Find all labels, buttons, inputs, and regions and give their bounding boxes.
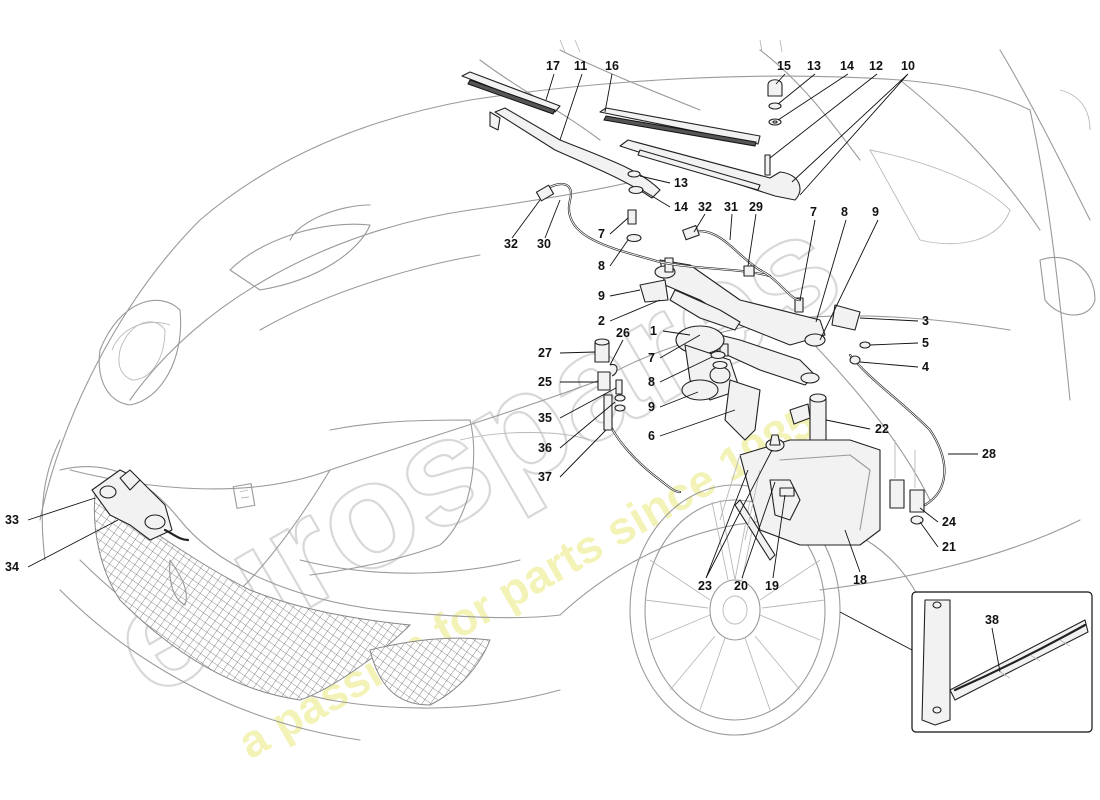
washer-hoses (535, 182, 946, 507)
callout-9-lower: 9 (648, 400, 655, 414)
callout-23: 23 (698, 579, 712, 593)
callout-35: 35 (538, 411, 552, 425)
callout-29: 29 (749, 200, 763, 214)
callout-17: 17 (546, 59, 560, 73)
callout-32-upper: 32 (698, 200, 712, 214)
callout-12: 12 (869, 59, 883, 73)
washer-reservoir (719, 393, 881, 561)
leader-lines (27, 73, 1001, 673)
callout-22: 22 (875, 422, 889, 436)
callout-30: 30 (537, 237, 551, 251)
callout-24: 24 (942, 515, 956, 529)
headlamp-washer-jet (91, 469, 190, 542)
callout-7-right: 7 (810, 205, 817, 219)
wiper-linkage (639, 257, 861, 441)
callout-1: 1 (650, 324, 657, 338)
callout-8-left: 8 (598, 259, 605, 273)
callout-11: 11 (574, 59, 587, 73)
callout-18: 18 (853, 573, 867, 587)
callout-16: 16 (605, 59, 619, 73)
callout-7-lower: 7 (648, 351, 655, 365)
callout-7-left: 7 (598, 227, 605, 241)
inset-detail (839, 591, 1093, 733)
callout-8-lower: 8 (648, 375, 655, 389)
callout-21: 21 (942, 540, 956, 554)
callout-6: 6 (648, 429, 655, 443)
washer-nozzle-parts (594, 338, 626, 431)
callout-15: 15 (777, 59, 791, 73)
callout-34: 34 (5, 560, 19, 574)
callout-20: 20 (734, 579, 748, 593)
callout-13-lower: 13 (674, 176, 688, 190)
callout-9-left: 9 (598, 289, 605, 303)
callout-layer: 17 11 16 15 13 14 12 10 13 14 32 31 29 7… (5, 59, 999, 627)
callout-33: 33 (5, 513, 19, 527)
callout-27: 27 (538, 346, 552, 360)
callout-14-lower: 14 (674, 200, 688, 214)
callout-3: 3 (922, 314, 929, 328)
callout-5: 5 (922, 336, 929, 350)
level-sensor (889, 440, 925, 525)
callout-9-right: 9 (872, 205, 879, 219)
callout-8-right: 8 (841, 205, 848, 219)
callout-10: 10 (901, 59, 915, 73)
callout-38: 38 (985, 613, 999, 627)
callout-26: 26 (616, 326, 630, 340)
callout-37: 37 (538, 470, 552, 484)
callout-14-upper: 14 (840, 59, 854, 73)
callout-4: 4 (922, 360, 929, 374)
wiper-assembly (461, 71, 801, 243)
callout-19: 19 (765, 579, 779, 593)
front-grille (93, 494, 491, 706)
callout-25: 25 (538, 375, 552, 389)
callout-28: 28 (982, 447, 996, 461)
callout-31: 31 (724, 200, 738, 214)
callout-2: 2 (598, 314, 605, 328)
callout-32-left: 32 (504, 237, 518, 251)
callout-13-upper: 13 (807, 59, 821, 73)
callout-36: 36 (538, 441, 552, 455)
